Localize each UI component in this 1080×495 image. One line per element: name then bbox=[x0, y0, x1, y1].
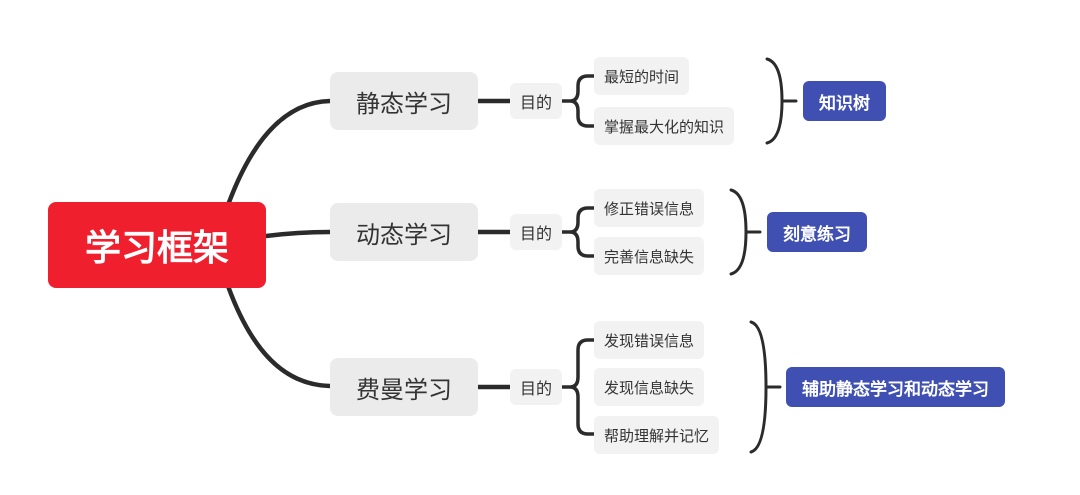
closing-brace-static bbox=[765, 57, 798, 145]
brace-static bbox=[560, 74, 596, 128]
closing-brace-dynamic bbox=[729, 188, 762, 276]
purpose-static-learning[interactable]: 目的 bbox=[510, 83, 562, 119]
item-maximize-knowledge[interactable]: 掌握最大化的知识 bbox=[594, 107, 735, 145]
item-shortest-time[interactable]: 最短的时间 bbox=[594, 57, 690, 95]
item-complete-missing-info[interactable]: 完善信息缺失 bbox=[594, 237, 705, 275]
branch-feynman-learning[interactable]: 费曼学习 bbox=[330, 358, 478, 416]
item-find-missing-info[interactable]: 发现信息缺失 bbox=[594, 368, 705, 406]
link-root-feynman bbox=[225, 283, 333, 389]
branch-static-learning[interactable]: 静态学习 bbox=[330, 72, 478, 130]
link-root-dynamic bbox=[263, 229, 333, 239]
summary-deliberate-practice[interactable]: 刻意练习 bbox=[767, 212, 867, 252]
brace-dynamic bbox=[560, 206, 596, 258]
root-node[interactable]: 学习框架 bbox=[48, 202, 266, 288]
summary-assist-static-dynamic[interactable]: 辅助静态学习和动态学习 bbox=[786, 367, 1005, 407]
purpose-dynamic-learning[interactable]: 目的 bbox=[510, 214, 562, 250]
purpose-feynman-learning[interactable]: 目的 bbox=[510, 369, 562, 405]
item-fix-wrong-info[interactable]: 修正错误信息 bbox=[594, 189, 705, 227]
summary-knowledge-tree[interactable]: 知识树 bbox=[803, 81, 886, 121]
brace-feynman bbox=[560, 338, 596, 436]
link-root-static bbox=[225, 98, 333, 208]
item-understand-memorize[interactable]: 帮助理解并记忆 bbox=[594, 416, 720, 454]
item-find-wrong-info[interactable]: 发现错误信息 bbox=[594, 321, 705, 359]
closing-brace-feynman bbox=[749, 320, 782, 454]
branch-dynamic-learning[interactable]: 动态学习 bbox=[330, 203, 478, 261]
